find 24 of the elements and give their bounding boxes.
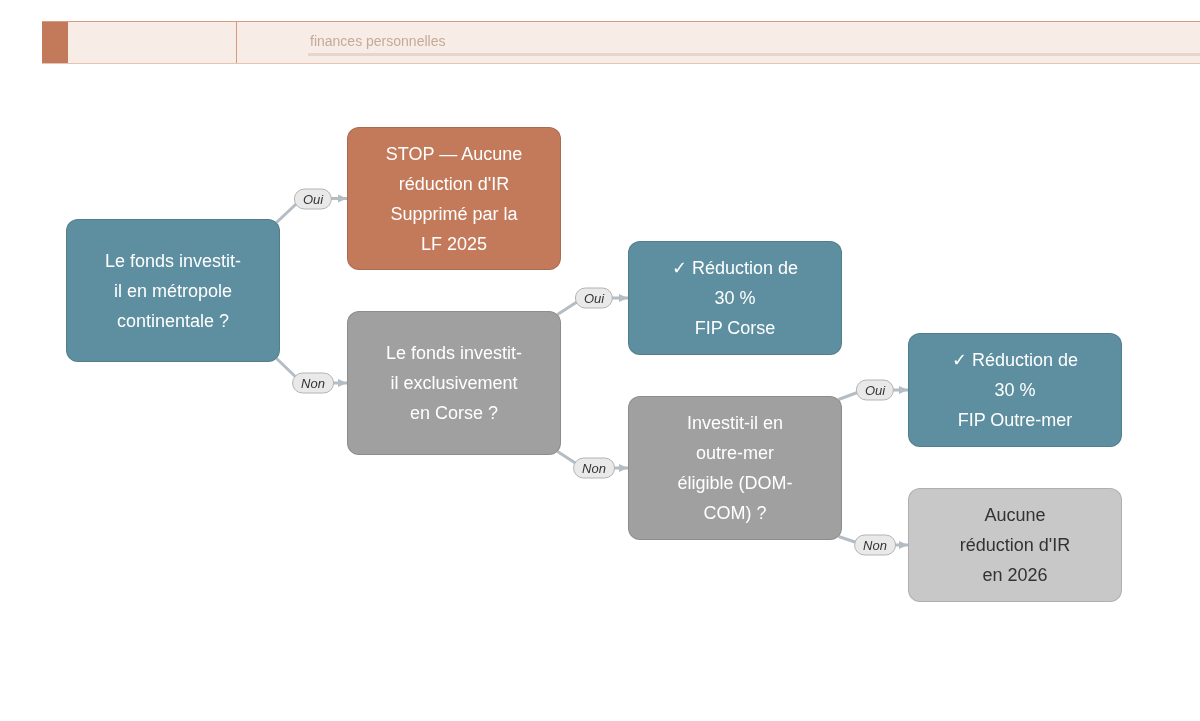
tagline: finances personnelles [310,33,446,50]
node-text: Supprimé par la LF 2025 [389,202,519,256]
node-text: FIP Outre-mer [957,409,1073,432]
node-text: ✓ Réduction de 30 % [951,349,1079,402]
decision-box [66,219,280,362]
decision-box [347,311,561,455]
edge-label: Non [292,372,334,394]
node-text: Investit-il en outre-mer éligible (DOM-COM) ? [676,412,794,525]
result-box [908,333,1122,447]
node-text: ✓ Réduction de 30 % [671,257,799,310]
edge-label: Oui [855,379,895,401]
result-box [908,488,1122,602]
edge-label: Non [573,457,615,479]
edge-label: Oui [293,188,333,209]
node-text: Le fonds investit-il en métropole continentale ? [104,249,242,333]
edge-label: Oui [574,287,614,309]
decision-box [628,396,842,540]
node-text: FIP Corse [694,317,776,340]
result-box [628,241,842,355]
node-text: Aucune réduction d'IR en 2026 [958,504,1072,587]
node-text: STOP — Aucune réduction d'IR [384,142,524,196]
stop-box [347,127,561,270]
node-text: Le fonds investit-il exclusivement en Corse ? [385,342,523,425]
edge-label: Non [854,534,896,556]
